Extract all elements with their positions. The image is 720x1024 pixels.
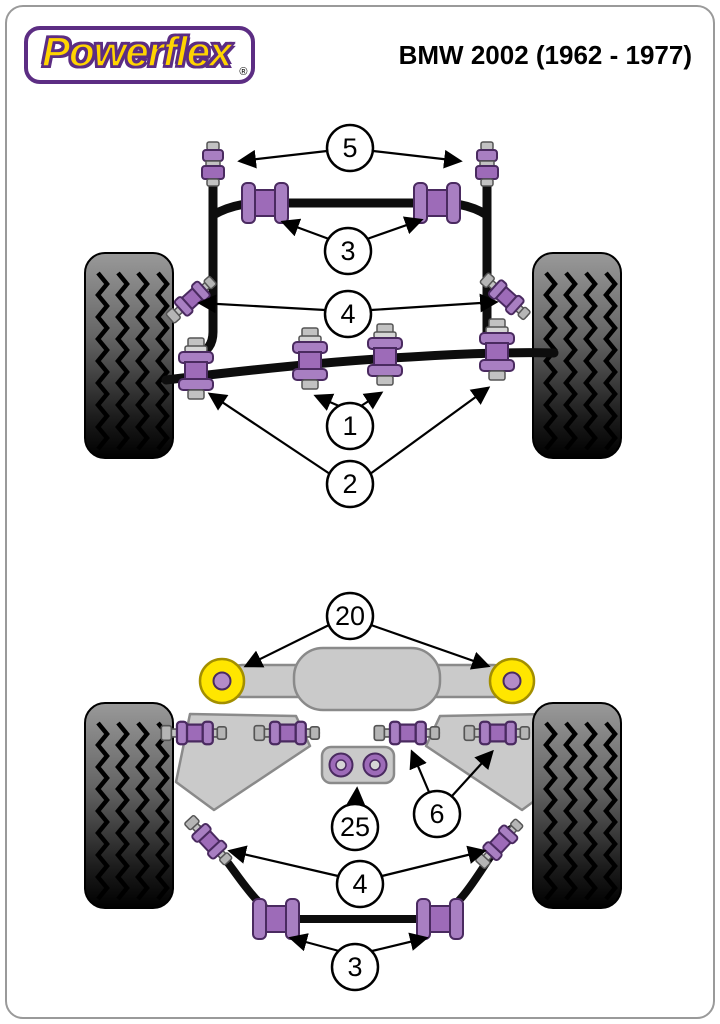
front-arb-dbushing-right	[413, 182, 461, 224]
callout-rear-20: 20	[243, 591, 491, 670]
callout-number: 5	[342, 133, 357, 163]
arrow	[381, 845, 487, 878]
arrow	[288, 933, 340, 953]
mount-core	[502, 671, 522, 691]
callout-rear-6: 6	[409, 749, 494, 839]
callout-circle	[325, 591, 375, 641]
callout-circle	[323, 289, 373, 339]
callout-front-5: 5	[237, 123, 463, 173]
rear-left-tire-icon	[85, 703, 173, 908]
arrow	[227, 845, 339, 878]
callout-circle	[335, 859, 385, 909]
arrow	[369, 386, 491, 475]
callout-circle	[330, 942, 380, 992]
header: Powerflex ® BMW 2002 (1962 - 1977)	[0, 0, 720, 100]
rear-diff-mount-bracket	[320, 745, 396, 785]
callout-circle	[323, 226, 373, 276]
mount-core	[212, 671, 232, 691]
front-bar-center-bushing-left	[292, 327, 328, 390]
arrow	[197, 294, 326, 314]
callout-number: 3	[347, 952, 362, 982]
registered-mark: ®	[239, 65, 248, 78]
rear-arb-dbushing-right	[416, 898, 464, 940]
arrow	[243, 624, 330, 668]
callout-rear-3: 3	[288, 932, 429, 992]
callout-number: 25	[340, 812, 370, 842]
callout-number: 2	[342, 469, 357, 499]
arrow	[360, 391, 384, 410]
arrow	[366, 216, 424, 241]
arrow	[313, 393, 340, 411]
front-suspension-diagram: 5 3 4 1 2	[85, 123, 621, 509]
arrow	[346, 786, 366, 806]
callout-circle	[325, 459, 375, 509]
page-title: BMW 2002 (1962 - 1977)	[398, 40, 692, 70]
diff-bushing-left-hole	[335, 759, 347, 771]
front-endlink-bushing-left	[201, 141, 225, 187]
callout-number: 4	[340, 299, 355, 329]
arrow	[409, 749, 431, 793]
rear-subframe-mount-right	[488, 657, 536, 705]
callout-number: 20	[335, 601, 365, 631]
callout-number: 3	[340, 236, 355, 266]
rear-arb-dbushing-left	[252, 898, 300, 940]
front-bar-center-bushing-right	[367, 323, 403, 386]
rear-arb-end-bushing-right	[471, 814, 528, 873]
callout-rear-25: 25	[330, 786, 380, 852]
arrow	[372, 149, 463, 169]
front-left-tire-icon	[85, 253, 173, 458]
callout-circle	[412, 789, 462, 839]
callout-circle	[330, 802, 380, 852]
callout-number: 1	[342, 411, 357, 441]
callout-number: 6	[429, 799, 444, 829]
arrow	[370, 293, 499, 313]
callout-circle	[325, 401, 375, 451]
front-arb-dbushing-left	[241, 182, 289, 224]
callout-rear-4: 4	[227, 845, 487, 909]
arrow	[207, 392, 331, 475]
powerflex-logo: Powerflex ®	[24, 26, 256, 85]
callout-front-4: 4	[197, 289, 499, 339]
arrow	[237, 149, 328, 169]
callout-front-1: 1	[313, 391, 384, 451]
callout-front-2: 2	[207, 386, 491, 509]
logo-text: Powerflex	[41, 28, 233, 75]
front-endlink-bushing-right	[475, 141, 499, 187]
arrow	[371, 932, 429, 953]
rear-subframe-mount-left	[198, 657, 246, 705]
rear-right-tire-icon	[533, 703, 621, 908]
callout-number: 4	[352, 869, 367, 899]
arrow	[451, 749, 494, 797]
callout-front-3: 3	[280, 216, 424, 276]
arrow	[370, 623, 491, 670]
rear-arb-end-bushing-left	[180, 811, 237, 870]
callout-circle	[325, 123, 375, 173]
front-lower-bar	[161, 348, 559, 385]
rear-diff-housing	[292, 646, 442, 712]
diff-bushing-right-hole	[369, 759, 381, 771]
rear-suspension-diagram: 20 6 25 4 3	[85, 591, 621, 992]
arrow	[280, 218, 330, 241]
